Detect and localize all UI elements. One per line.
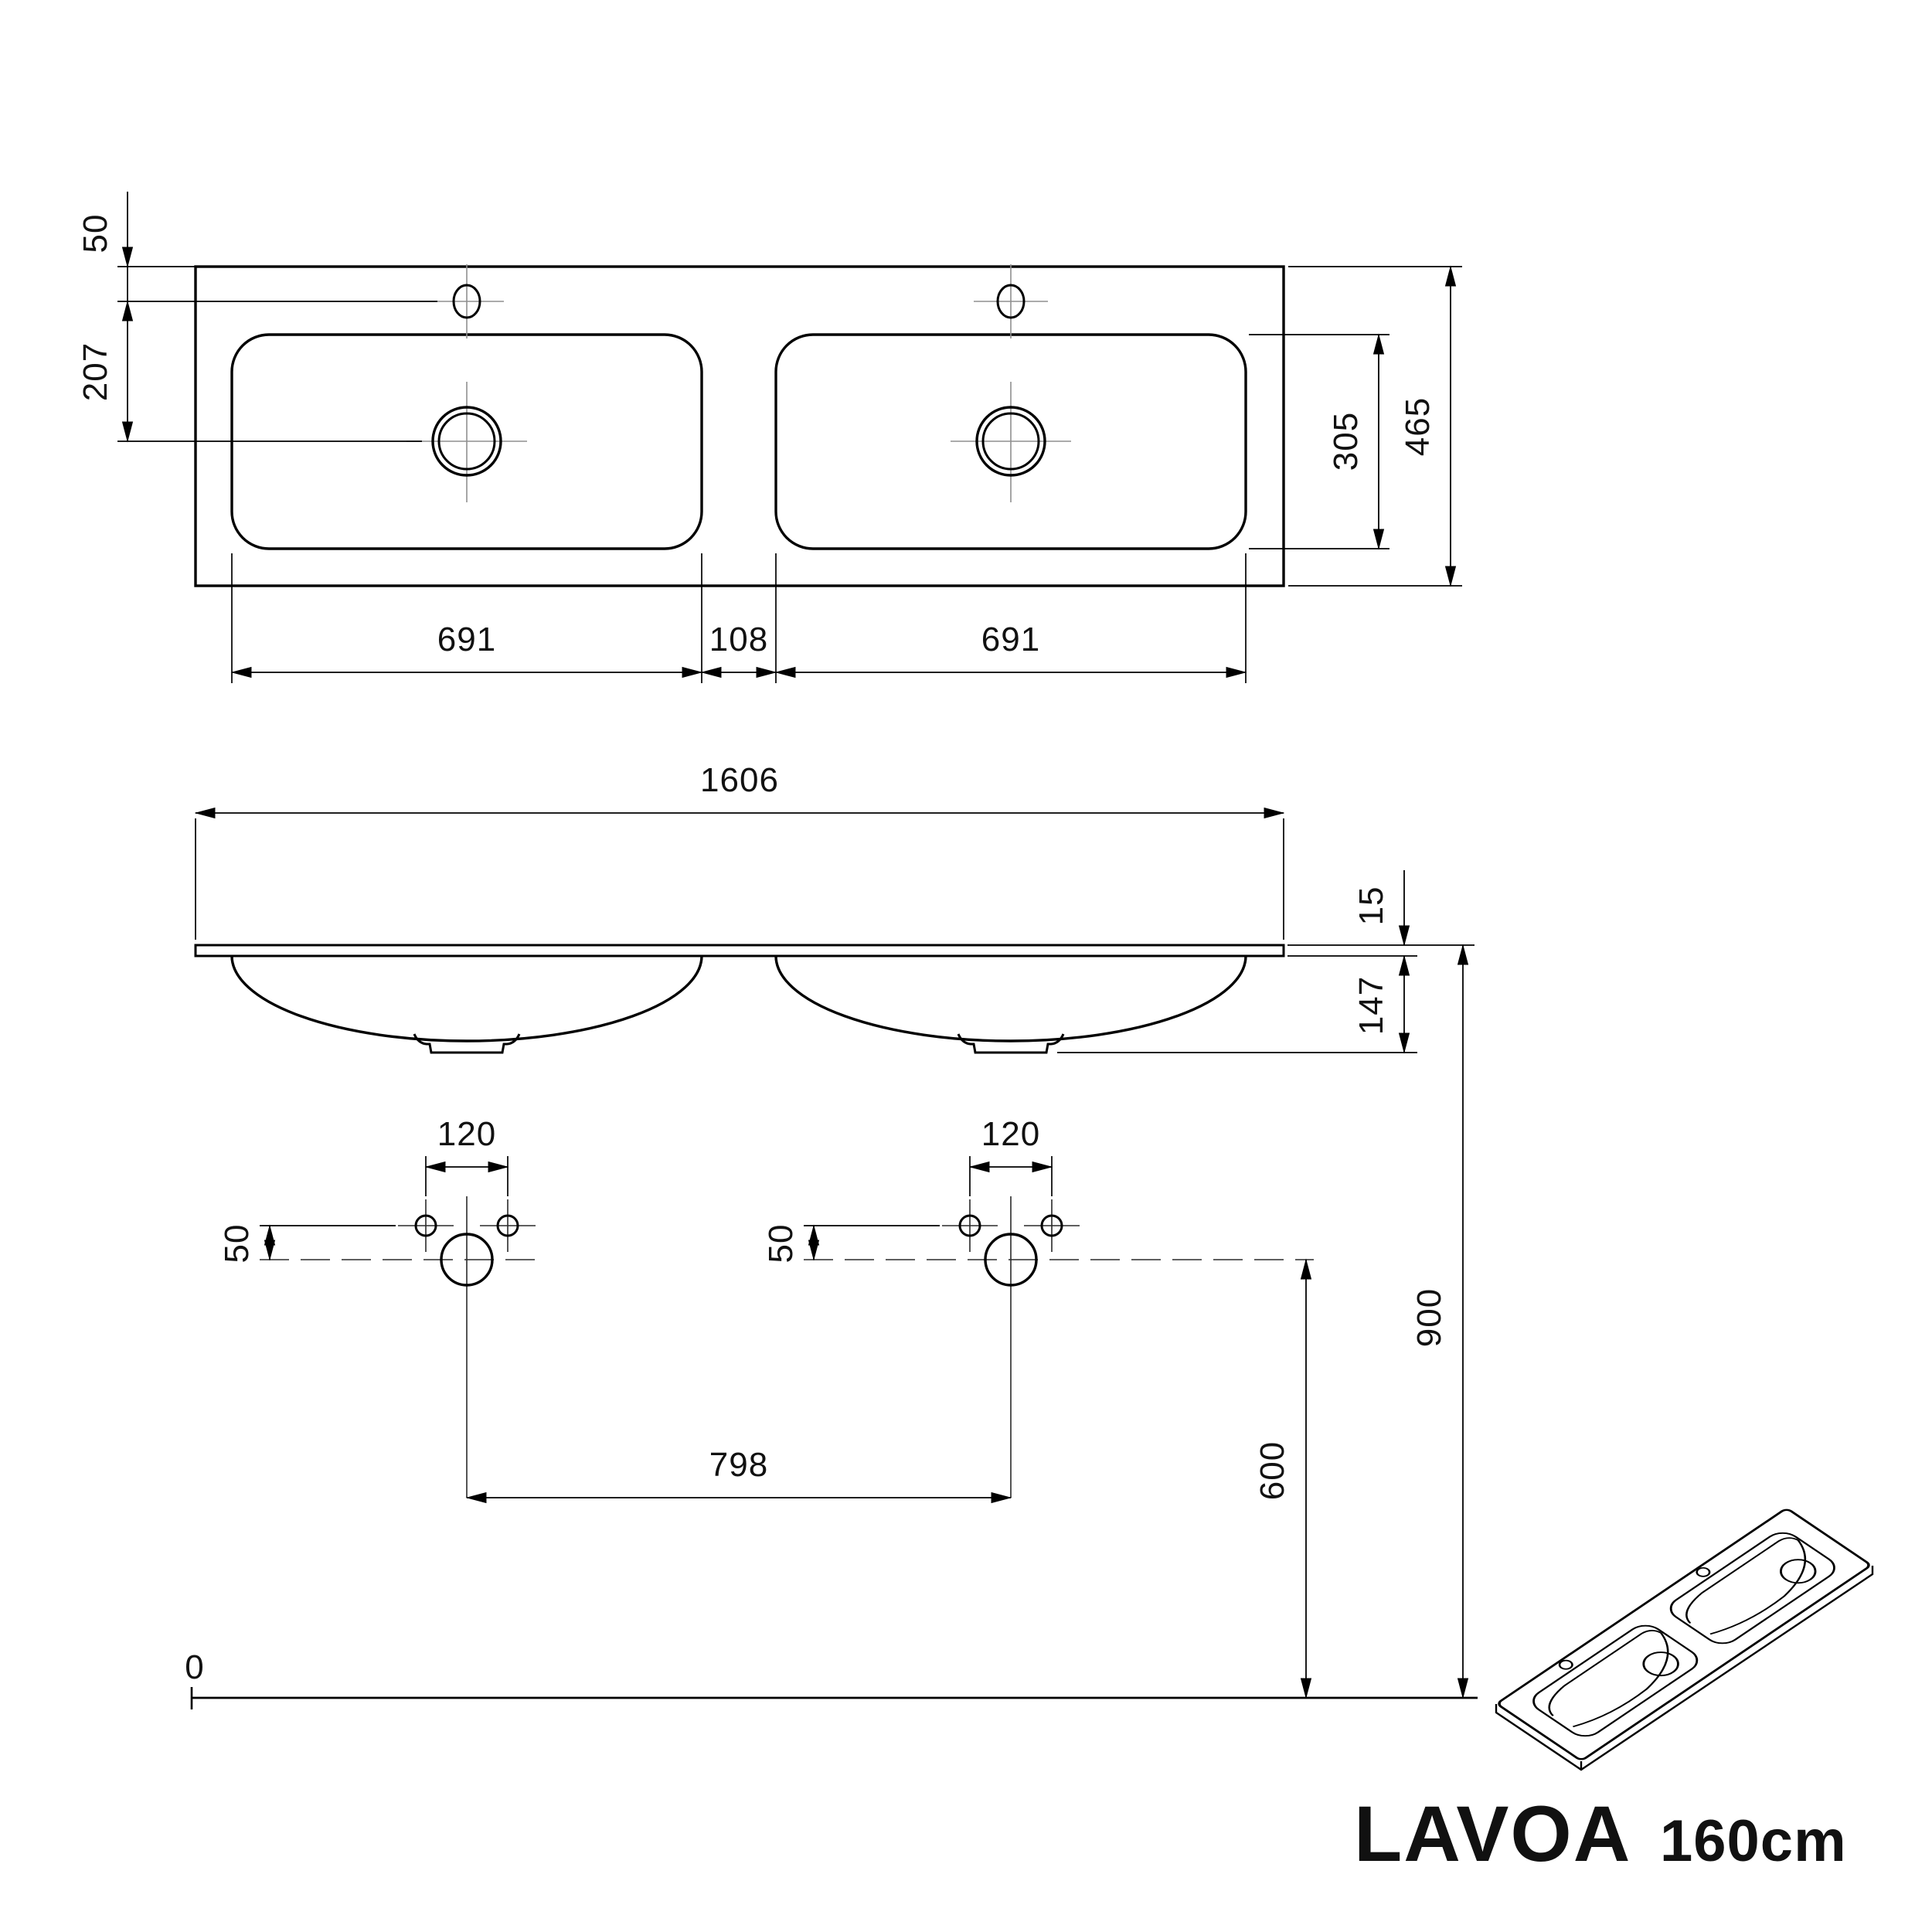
slab-elevation <box>194 944 1285 957</box>
dim-label-108: 108 <box>709 621 768 658</box>
top-view: 50 207 305 465 <box>77 192 1462 683</box>
dim-label-691-right: 691 <box>981 621 1040 658</box>
iso-right-basin <box>1669 1532 1835 1645</box>
dim-faucet-drain-207: 207 <box>77 300 422 443</box>
drill-template-left: 120 50 <box>218 1115 536 1498</box>
dim-label-691-left: 691 <box>437 621 496 658</box>
dim-label-798: 798 <box>709 1446 768 1484</box>
iso-left-drain <box>1642 1651 1679 1677</box>
iso-right-drain <box>1780 1559 1817 1584</box>
iso-slab-top <box>1498 1509 1870 1760</box>
dim-bowl-depth-147: 147 <box>1057 954 1417 1054</box>
left-faucet-hole-plan <box>430 264 504 338</box>
isometric-thumbnail <box>1495 1509 1874 1771</box>
right-drain-fitting <box>957 1033 1065 1054</box>
dim-top-offset-50: 50 <box>77 192 437 302</box>
left-bowl-curve <box>230 955 703 1043</box>
left-drain-fitting <box>413 1033 521 1054</box>
dim-label-207: 207 <box>77 342 114 401</box>
dim-label-465: 465 <box>1399 397 1437 456</box>
dim-label-50-left: 50 <box>218 1224 256 1264</box>
iso-slab-thickness-edge <box>1495 1566 1874 1771</box>
drill-template: 120 50 120 50 798 <box>185 944 1478 1709</box>
dim-faucet-height-600: 600 <box>1253 1258 1312 1699</box>
right-drain-hole-plan <box>951 382 1071 502</box>
right-faucet-drill-hole <box>984 1233 1038 1287</box>
floor-baseline: 0 <box>185 1648 1478 1709</box>
dim-label-15: 15 <box>1352 886 1390 926</box>
dim-basin-widths: 691 108 691 <box>230 553 1247 683</box>
dim-label-147: 147 <box>1352 976 1390 1035</box>
dim-label-50-top: 50 <box>77 214 114 253</box>
right-bowl-curve <box>774 955 1247 1043</box>
dim-label-305: 305 <box>1327 412 1365 471</box>
dim-label-120-right: 120 <box>981 1115 1040 1153</box>
dim-faucet-distance-798: 798 <box>465 1446 1012 1504</box>
right-faucet-hole-plan <box>974 264 1048 338</box>
dim-label-900: 900 <box>1410 1288 1448 1347</box>
dim-basin-depth-305: 305 <box>1249 333 1389 550</box>
dim-label-120-left: 120 <box>437 1115 496 1153</box>
front-view: 1606 15 147 <box>194 761 1475 1054</box>
left-faucet-drill-hole <box>440 1233 494 1287</box>
product-size: 160cm <box>1660 1808 1847 1874</box>
dim-total-depth-465: 465 <box>1288 265 1462 587</box>
drill-template-right: 120 50 <box>762 1115 1314 1498</box>
dim-total-width-1606: 1606 <box>194 761 1285 940</box>
dim-rim-height-900: 900 <box>1410 944 1469 1699</box>
product-title: LAVOA 160cm <box>1354 1790 1847 1878</box>
iso-right-faucet-hole <box>1696 1566 1711 1577</box>
dim-label-50-right: 50 <box>762 1224 800 1264</box>
iso-left-basin <box>1532 1624 1699 1737</box>
dim-label-1606: 1606 <box>700 761 779 799</box>
iso-left-faucet-hole <box>1558 1659 1573 1670</box>
left-drain-hole-plan <box>406 382 527 502</box>
sink-outline-plan <box>194 265 1285 587</box>
datum-zero-label: 0 <box>185 1648 204 1686</box>
dim-slab-thickness-15: 15 <box>1287 870 1475 957</box>
dim-label-600: 600 <box>1253 1441 1291 1500</box>
product-name: LAVOA <box>1354 1790 1631 1878</box>
